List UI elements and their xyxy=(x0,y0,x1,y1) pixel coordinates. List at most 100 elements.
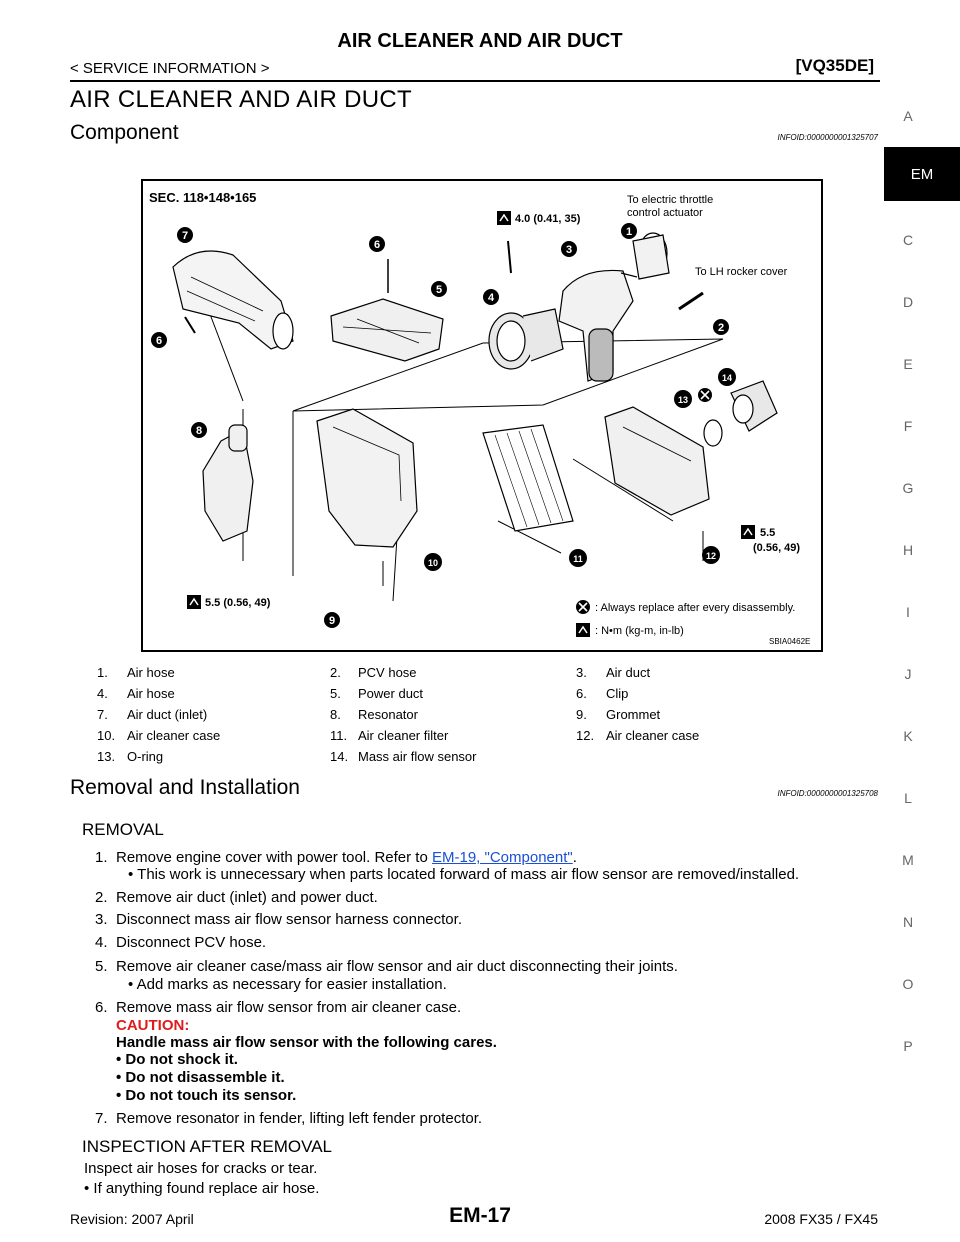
caution-bullet-3: • Do not touch its sensor. xyxy=(116,1087,297,1104)
side-tab-i[interactable]: I xyxy=(906,604,910,620)
table-row: 1.Air hose 2.PCV hose 3.Air duct xyxy=(97,665,651,680)
replace-icon-13 xyxy=(698,388,712,402)
breadcrumb[interactable]: < SERVICE INFORMATION > xyxy=(70,60,270,77)
parts-legend-table: 1.Air hose 2.PCV hose 3.Air duct 4.Air h… xyxy=(97,662,766,767)
step-2-number: 2. xyxy=(95,889,108,906)
side-tab-l[interactable]: L xyxy=(904,790,912,806)
inspection-bullet: • If anything found replace air hose. xyxy=(84,1180,320,1197)
caution-text: Handle mass air flow sensor with the fol… xyxy=(116,1034,497,1051)
side-tab-n[interactable]: N xyxy=(902,914,914,930)
svg-text:12: 12 xyxy=(706,551,716,561)
torque-icon-2 xyxy=(741,525,755,539)
svg-text:2: 2 xyxy=(718,322,724,334)
torque-legend-icon xyxy=(576,623,590,637)
callout-6a: 6 xyxy=(369,236,385,252)
torque-icon-3 xyxy=(187,595,201,609)
side-tab-f[interactable]: F xyxy=(903,418,913,434)
callout-8: 8 xyxy=(191,422,207,438)
svg-text:6: 6 xyxy=(156,335,162,347)
svg-text:3: 3 xyxy=(566,244,572,256)
torque-label-1: 4.0 (0.41, 35) xyxy=(515,213,581,225)
svg-text:10: 10 xyxy=(428,558,438,568)
step-2: Remove air duct (inlet) and power duct. xyxy=(116,889,378,906)
svg-text:9: 9 xyxy=(329,615,335,627)
page-title: AIR CLEANER AND AIR DUCT xyxy=(70,86,412,113)
footer-revision: Revision: 2007 April xyxy=(70,1211,194,1227)
note-rocker: To LH rocker cover xyxy=(695,266,788,278)
caution-bullet-1: • Do not shock it. xyxy=(116,1051,238,1068)
callout-5: 5 xyxy=(431,281,447,297)
component-heading: Component xyxy=(70,121,179,144)
caution-bullet-2: • Do not disassemble it. xyxy=(116,1069,285,1086)
callout-12: 12 xyxy=(702,546,720,564)
inspection-text: Inspect air hoses for cracks or tear. xyxy=(84,1160,318,1177)
callout-7: 7 xyxy=(177,227,193,243)
step-5-bullet: • Add marks as necessary for easier inst… xyxy=(128,976,447,993)
table-row: 10.Air cleaner case 11.Air cleaner filte… xyxy=(97,728,700,743)
side-tab-o[interactable]: O xyxy=(902,976,914,992)
side-tab-c[interactable]: C xyxy=(902,232,914,248)
torque-label-3: 5.5 (0.56, 49) xyxy=(205,597,271,609)
callout-4: 4 xyxy=(483,289,499,305)
power-duct-part xyxy=(330,298,444,362)
callout-1: 1 xyxy=(621,223,637,239)
side-tab-m[interactable]: M xyxy=(902,852,914,868)
table-row: 13.O-ring 14.Mass air flow sensor xyxy=(97,749,477,764)
header-title: AIR CLEANER AND AIR DUCT xyxy=(337,30,623,52)
mass-air-flow-sensor-part xyxy=(730,380,778,432)
step-4: Disconnect PCV hose. xyxy=(116,934,267,951)
pcv-hose-part xyxy=(678,291,704,311)
engine-code: [VQ35DE] xyxy=(795,56,874,75)
header-divider xyxy=(70,80,880,82)
em-19-component-link[interactable]: EM-19, "Component" xyxy=(432,849,573,866)
callout-11: 11 xyxy=(569,549,587,567)
svg-text:1: 1 xyxy=(626,226,632,238)
svg-text:8: 8 xyxy=(196,425,202,437)
step-6: Remove mass air flow sensor from air cle… xyxy=(116,999,462,1016)
removal-heading: REMOVAL xyxy=(82,820,164,839)
side-tab-p[interactable]: P xyxy=(903,1038,913,1054)
step-5-number: 5. xyxy=(95,958,108,975)
side-tab-h[interactable]: H xyxy=(902,542,914,558)
torque-label-2a: 5.5 xyxy=(760,527,775,539)
legend-replace-text: : Always replace after every disassembly… xyxy=(595,602,795,614)
svg-text:7: 7 xyxy=(182,230,188,242)
air-cleaner-case-upper-part xyxy=(604,406,710,516)
replace-legend-icon xyxy=(576,600,590,614)
step-1: Remove engine cover with power tool. Ref… xyxy=(116,849,577,866)
table-row: 4.Air hose 5.Power duct 6.Clip xyxy=(97,686,629,701)
step-4-number: 4. xyxy=(95,934,108,951)
step-6-number: 6. xyxy=(95,999,108,1016)
callout-10: 10 xyxy=(424,553,442,571)
step-3-number: 3. xyxy=(95,911,108,928)
o-ring-part xyxy=(703,419,723,447)
torque-label-2b: (0.56, 49) xyxy=(753,542,800,554)
inspection-heading: INSPECTION AFTER REMOVAL xyxy=(82,1137,333,1156)
side-tab-k[interactable]: K xyxy=(903,728,913,744)
side-tab-j[interactable]: J xyxy=(904,666,912,682)
footer-model: 2008 FX35 / FX45 xyxy=(764,1211,878,1227)
caution-label: CAUTION: xyxy=(116,1017,190,1034)
callout-13: 13 xyxy=(674,390,692,408)
removal-infoid: INFOID:0000000001325708 xyxy=(777,789,878,798)
legend-units-text: : N•m (kg-m, in-lb) xyxy=(595,625,684,637)
table-row: 7.Air duct (inlet) 8.Resonator 9.Grommet xyxy=(97,707,661,722)
step-5: Remove air cleaner case/mass air flow se… xyxy=(116,958,678,975)
footer-page-number: EM-17 xyxy=(449,1204,511,1227)
bolt-part xyxy=(507,240,512,274)
side-tab-g[interactable]: G xyxy=(902,480,914,496)
svg-text:6: 6 xyxy=(374,239,380,251)
callout-3: 3 xyxy=(561,241,577,257)
side-tab-d[interactable]: D xyxy=(902,294,914,310)
air-duct-part xyxy=(558,232,670,382)
side-tab-e[interactable]: E xyxy=(903,356,913,372)
side-tab-em[interactable]: EM xyxy=(884,147,960,201)
note-throttle-1: To electric throttle xyxy=(627,194,713,206)
svg-text:5: 5 xyxy=(436,284,442,296)
callout-2: 2 xyxy=(713,319,729,335)
callout-group: 1 2 3 4 5 6 6 7 8 9 10 11 12 13 14 xyxy=(151,223,736,628)
sec-label: SEC. 118•148•165 xyxy=(149,190,256,205)
svg-text:11: 11 xyxy=(573,554,583,564)
svg-text:14: 14 xyxy=(722,373,732,383)
side-tab-a[interactable]: A xyxy=(903,108,913,124)
